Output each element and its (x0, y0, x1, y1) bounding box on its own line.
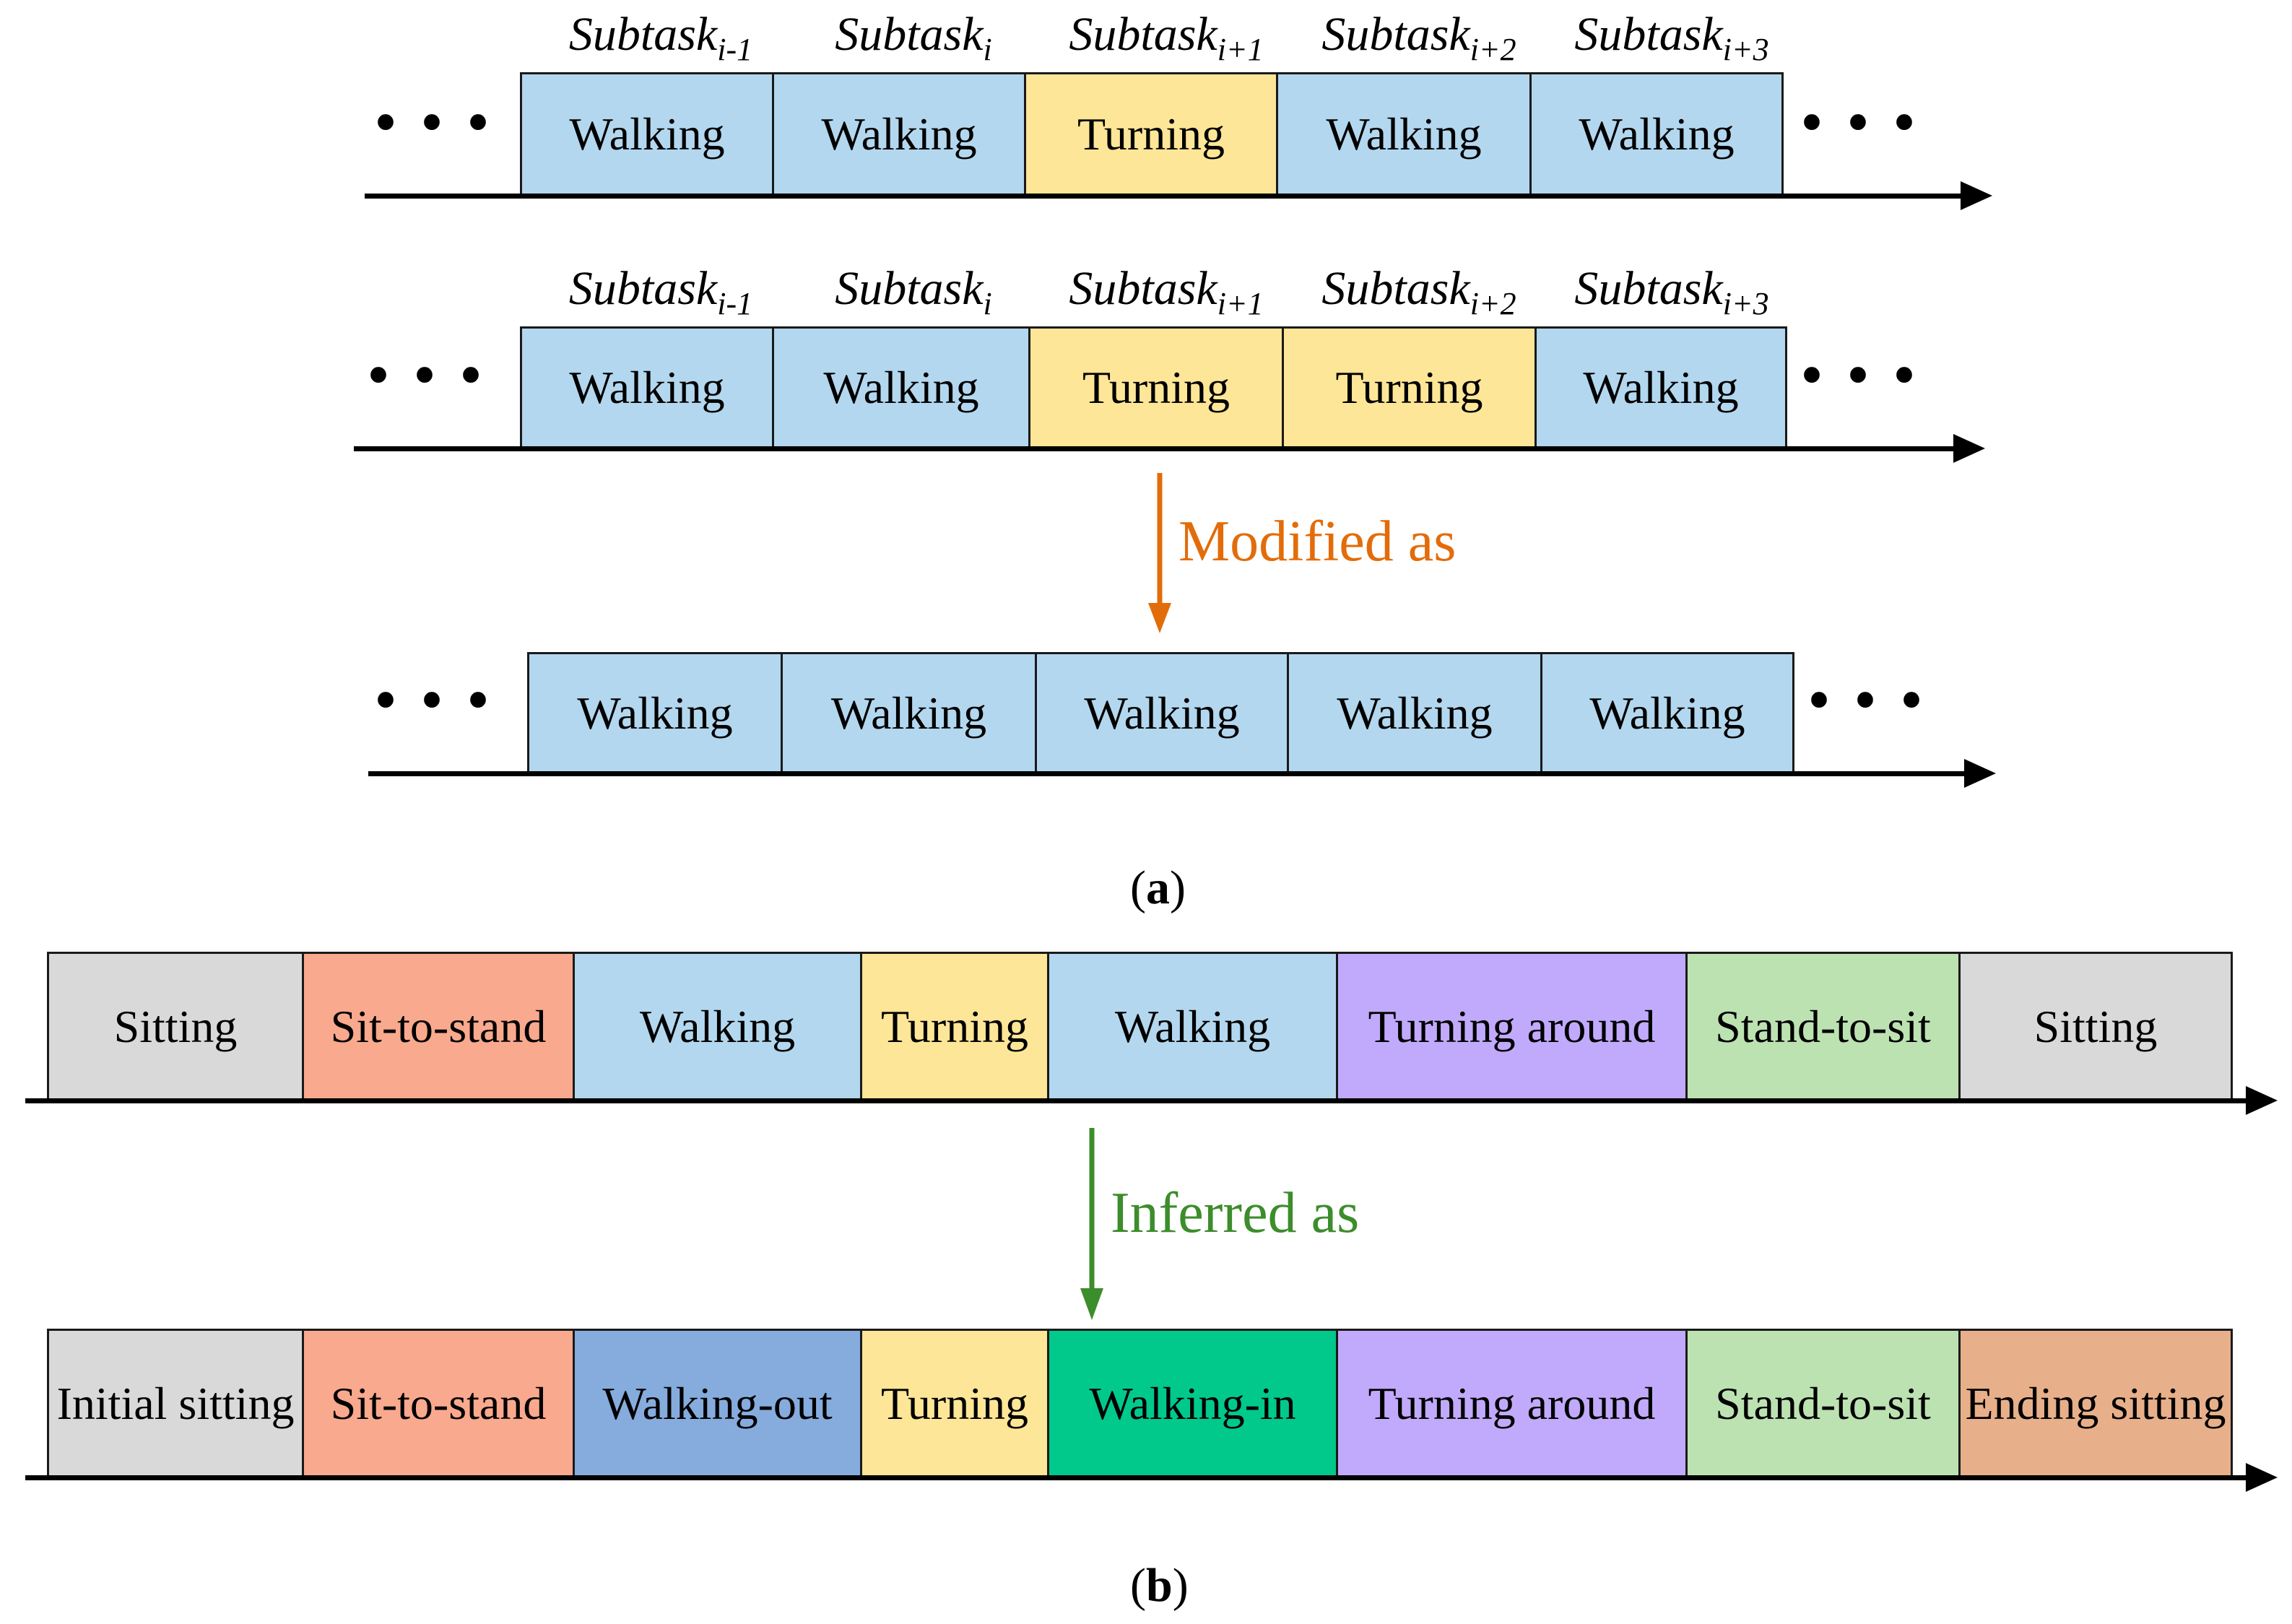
caption-a: (a) (1130, 861, 1186, 914)
modified-as-label: Modified as (1178, 510, 1457, 573)
timeline-axis (25, 1475, 2253, 1480)
subtask-header: Subtaski (835, 262, 992, 321)
segment-walking: Walking (1529, 72, 1784, 196)
caption-b: (b) (1130, 1559, 1189, 1612)
segment-walking: Walking (520, 72, 774, 196)
segment-sitting: Sitting (47, 952, 304, 1102)
timeline-arrowhead (1961, 181, 1992, 210)
segment-walking: Walking (573, 952, 862, 1102)
segment-turning: Turning (860, 952, 1049, 1102)
segment-turning-around: Turning around (1336, 952, 1688, 1102)
subtask-header: Subtaski-1 (568, 262, 753, 321)
segment-turning: Turning (1028, 326, 1284, 449)
timeline-arrowhead (1964, 759, 1996, 788)
timeline-arrowhead (1953, 434, 1985, 463)
segment-turning: Turning (860, 1329, 1049, 1479)
segment-walking: Walking (772, 326, 1030, 449)
segment-walking: Walking (1035, 652, 1289, 775)
segment-ending-sitting: Ending sitting (1958, 1329, 2233, 1479)
segment-sit-to-stand: Sit-to-stand (302, 952, 575, 1102)
segment-initial-sitting: Initial sitting (47, 1329, 304, 1479)
ellipsis-left: • • • (376, 91, 495, 155)
subtask-header: Subtaski+1 (1069, 262, 1264, 321)
segment-sit-to-stand: Sit-to-stand (302, 1329, 575, 1479)
ellipsis-left: • • • (376, 669, 495, 732)
subtask-header: Subtaski (835, 8, 992, 67)
timeline-axis (25, 1098, 2253, 1103)
inferred-arrow (1080, 1128, 1103, 1320)
segment-walking: Walking (1047, 952, 1338, 1102)
ellipsis-left: • • • (368, 344, 487, 407)
inferred-as-label: Inferred as (1111, 1181, 1360, 1245)
subtask-header: Subtaski+3 (1574, 8, 1769, 67)
segment-walking: Walking (1276, 72, 1532, 196)
timeline-arrowhead (2246, 1463, 2278, 1492)
timeline-arrowhead (2246, 1086, 2278, 1115)
subtask-header: Subtaski+1 (1069, 8, 1264, 67)
subtask-header: Subtaski+2 (1321, 262, 1516, 321)
segment-turning-around: Turning around (1336, 1329, 1688, 1479)
ellipsis-right: • • • (1802, 344, 1921, 407)
segment-walking: Walking (1287, 652, 1542, 775)
subtask-header: Subtaski+2 (1321, 8, 1516, 67)
modified-arrow (1148, 473, 1171, 633)
segment-walking-out: Walking-out (573, 1329, 862, 1479)
subtask-header: Subtaski+3 (1574, 262, 1769, 321)
segment-stand-to-sit: Stand-to-sit (1685, 952, 1961, 1102)
segment-walking: Walking (1540, 652, 1794, 775)
segment-walking: Walking (1534, 326, 1787, 449)
segment-walking: Walking (781, 652, 1037, 775)
segment-walking: Walking (527, 652, 783, 775)
segment-turning: Turning (1024, 72, 1278, 196)
segment-stand-to-sit: Stand-to-sit (1685, 1329, 1961, 1479)
timeline-axis (368, 771, 1971, 776)
subtask-header: Subtaski-1 (568, 8, 753, 67)
ellipsis-right: • • • (1802, 91, 1921, 155)
segment-walking: Walking (520, 326, 774, 449)
segment-turning: Turning (1282, 326, 1537, 449)
segment-sitting: Sitting (1958, 952, 2233, 1102)
timeline-axis (365, 194, 1968, 199)
segment-walking: Walking (772, 72, 1026, 196)
ellipsis-right: • • • (1809, 669, 1928, 732)
timeline-axis (354, 446, 1961, 451)
segment-walking-in: Walking-in (1047, 1329, 1338, 1479)
